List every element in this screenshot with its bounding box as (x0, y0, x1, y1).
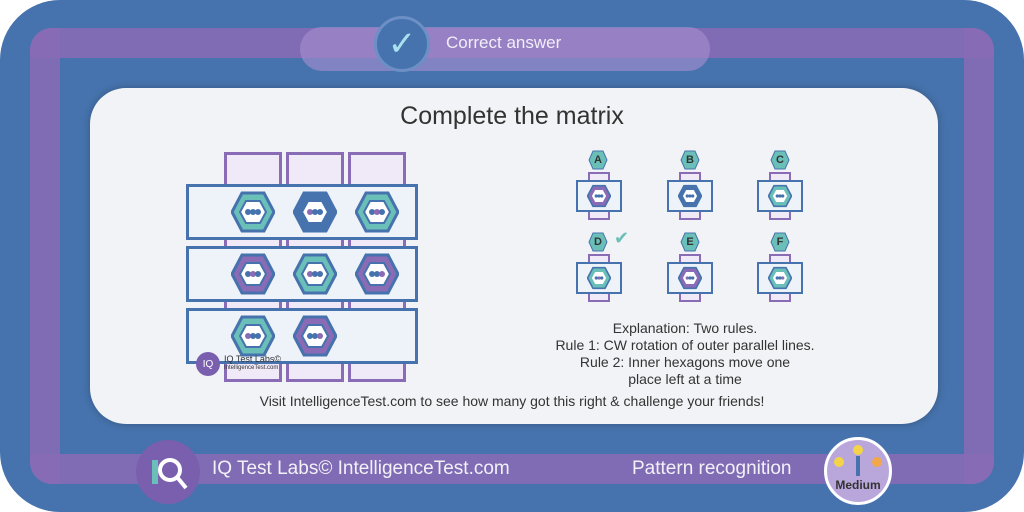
right-band (964, 28, 994, 484)
hexagon-shape (293, 253, 337, 295)
visit-link[interactable]: Visit IntelligenceTest.com to see how ma… (259, 393, 765, 409)
hexagon-shape (678, 266, 702, 290)
hexagon-shape (355, 191, 399, 233)
explanation-line: Rule 1: CW rotation of outer parallel li… (555, 337, 815, 353)
hexagon-shape (293, 315, 337, 357)
footer-brand: IQ Test Labs© IntelligenceTest.com (212, 458, 510, 479)
status-pill (300, 27, 710, 71)
hexagon-shape (293, 191, 337, 233)
option-hex-badge (680, 150, 700, 170)
watermark-brand: IQ Test Labs© (224, 354, 281, 364)
watermark: IQ IQ Test Labs© IntelligenceTest.com (196, 352, 281, 376)
hexagon-shape (231, 315, 275, 357)
hexagon-shape (768, 266, 792, 290)
option-letter: B (686, 154, 694, 166)
iq-magnifier-logo-icon (136, 440, 200, 504)
hexagon-shape (231, 253, 275, 295)
hexagon-shape (587, 184, 611, 208)
option-hex-badge (588, 232, 608, 252)
status-label: Correct answer (446, 33, 562, 52)
left-band (30, 28, 60, 484)
option-hex-badge (588, 150, 608, 170)
explanation-line: Explanation: Two rules. (612, 320, 758, 336)
option-letter: A (594, 154, 602, 166)
explanation-line: place left at a time (628, 371, 742, 387)
option-hex-badge (770, 150, 790, 170)
explanation: Explanation: Two rules. Rule 1: CW rotat… (520, 320, 850, 388)
page-title: Complete the matrix (400, 102, 624, 130)
checkmark-icon: ✓ (374, 16, 430, 72)
hexagon-shape (355, 253, 399, 295)
iq-logo-icon: IQ (196, 352, 220, 376)
correct-check-icon: ✔ (614, 228, 630, 248)
option-letter: D (594, 236, 602, 248)
option-letter: C (776, 154, 784, 166)
footer-category: Pattern recognition (632, 458, 792, 479)
difficulty-gauge-icon: Medium (824, 437, 892, 505)
hexagon-shape (768, 184, 792, 208)
hexagon-shape (678, 184, 702, 208)
option-hex-badge (680, 232, 700, 252)
difficulty-label: Medium (835, 478, 881, 492)
option-letter: E (686, 236, 694, 248)
hexagon-shape (587, 266, 611, 290)
hexagon-shape (231, 191, 275, 233)
watermark-site: IntelligenceTest.com (224, 365, 279, 371)
option-hex-badge (770, 232, 790, 252)
explanation-line: Rule 2: Inner hexagons move one (579, 354, 791, 370)
option-letter: F (776, 236, 784, 248)
